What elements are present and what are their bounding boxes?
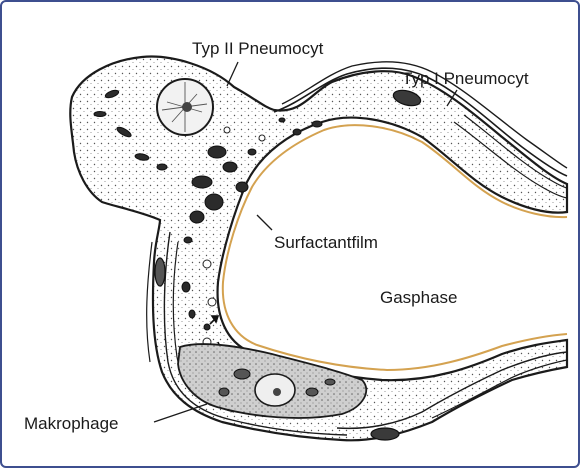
- endothelial-nucleus: [155, 258, 165, 286]
- label-type1-pneumocyte: Typ I Pneumocyt: [402, 70, 529, 87]
- label-gas-phase: Gasphase: [380, 289, 458, 306]
- label-macrophage: Makrophage: [24, 415, 119, 432]
- type2-nucleus: [157, 79, 213, 135]
- label-type2-pneumocyte: Typ II Pneumocyt: [192, 40, 323, 57]
- type1-nucleus-lower: [371, 428, 399, 440]
- label-surfactant-film: Surfactantfilm: [274, 234, 378, 251]
